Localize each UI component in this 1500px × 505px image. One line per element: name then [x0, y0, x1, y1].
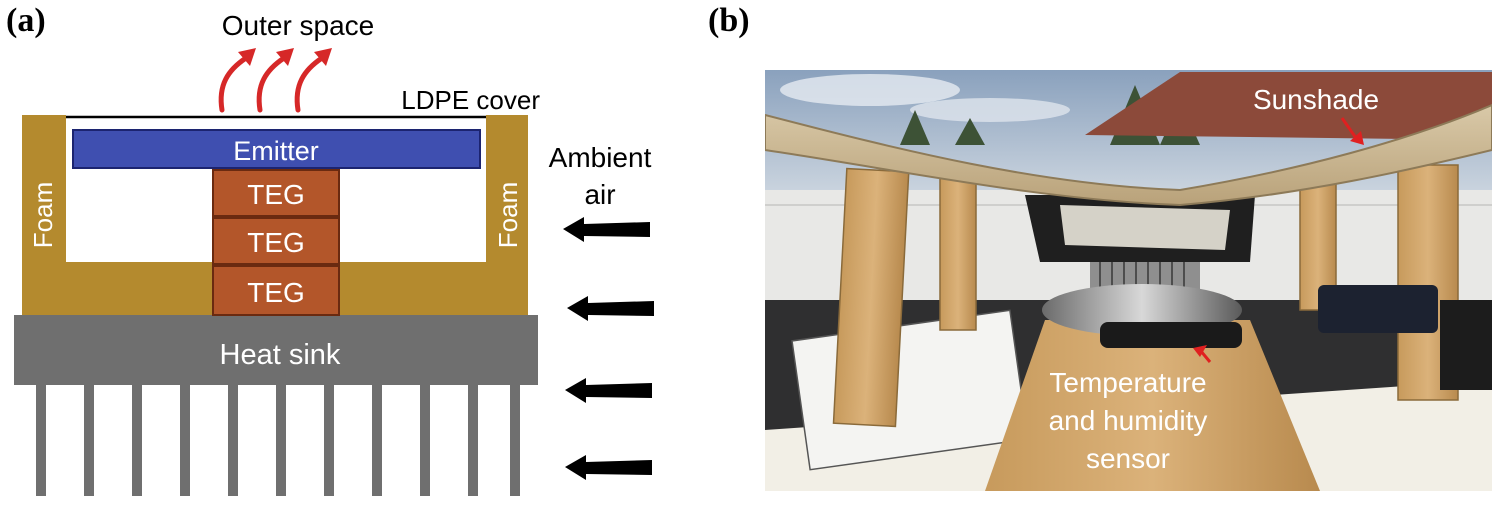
radiation-arrows: [218, 55, 325, 113]
heat-sink-label: Heat sink: [220, 339, 341, 371]
stand-leg-front-left: [832, 167, 910, 428]
data-logger: [1318, 285, 1438, 333]
teg-3-label: TEG: [247, 277, 305, 308]
panel-label-b: (b): [708, 2, 750, 39]
teg-2-label: TEG: [247, 227, 305, 258]
teg-3: [212, 265, 340, 316]
outer-space-label: Outer space: [222, 10, 375, 41]
heat-sink-base: [14, 315, 538, 385]
building-roof: [1085, 72, 1492, 140]
panel-label-a: (a): [6, 2, 46, 39]
wooden-plank: [985, 320, 1320, 491]
sensor-label-line3: sensor: [1086, 443, 1170, 474]
foam-left-label: Foam: [28, 182, 58, 248]
stand-leg-back-left: [939, 169, 977, 331]
sunshade-label: Sunshade: [1253, 84, 1379, 115]
foam-enclosure: [22, 115, 528, 315]
teg-2: [212, 217, 340, 265]
emitter-label: Emitter: [233, 136, 319, 166]
sensor-label-line2: and humidity: [1049, 405, 1208, 436]
ambient-air-label-line1: Ambient: [549, 142, 652, 173]
teg-1: [212, 169, 340, 217]
radiation-arrowheads: [238, 48, 332, 66]
sunshade: [765, 103, 1492, 207]
sensor-label-line1: Temperature: [1049, 367, 1206, 398]
teg-1-label: TEG: [247, 179, 305, 210]
ambient-air-label-line2: air: [584, 179, 615, 210]
emitter: [72, 129, 481, 169]
foam-right-label: Foam: [493, 182, 523, 248]
panel-a-diagram: Heat sink Foam Foam LDPE cover Emitter T…: [14, 10, 654, 496]
panel-b-photo: Sunshade Temperature and humidity sensor: [765, 70, 1492, 491]
sensor-body: [1100, 322, 1242, 348]
heat-sink-fins: [36, 378, 520, 496]
annotation-arrows: [1193, 117, 1364, 363]
air-flow-arrows: [563, 217, 654, 480]
ldpe-cover-label: LDPE cover: [401, 85, 540, 115]
